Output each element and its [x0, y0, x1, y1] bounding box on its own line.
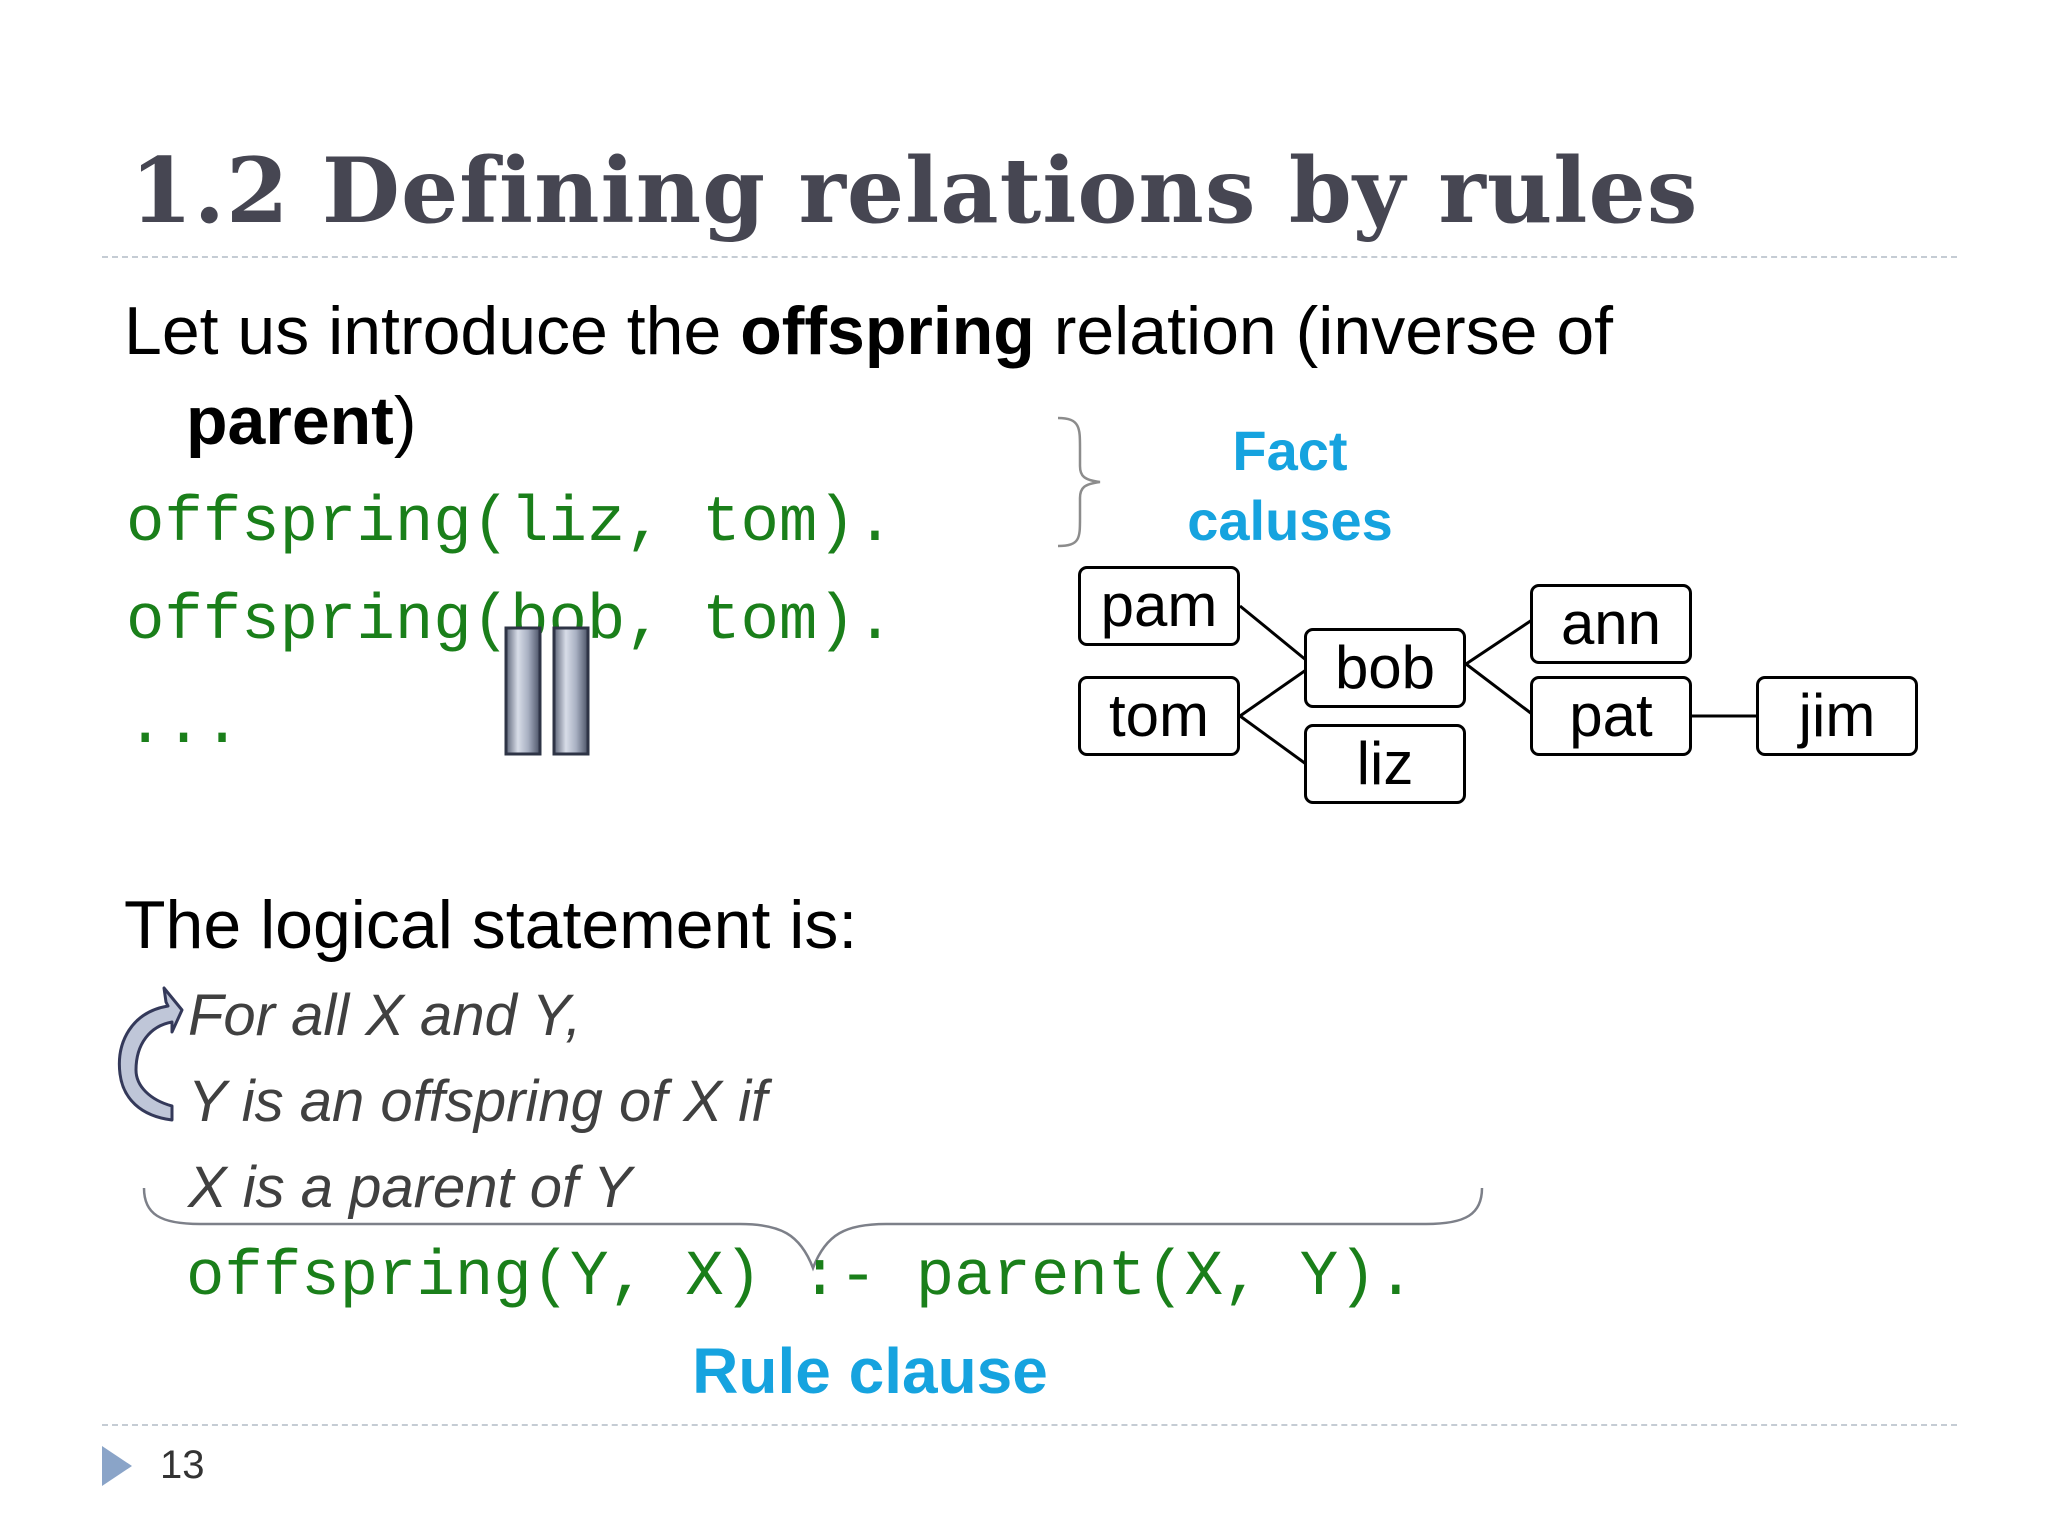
fact-label-line1: Fact	[1232, 419, 1348, 482]
logic-line-1: For all X and Y,	[188, 983, 582, 1048]
edge-pam-bob	[1239, 604, 1307, 662]
intro-text-continued: relation (inverse of	[1034, 293, 1614, 369]
intro-text: Let us introduce the	[124, 293, 741, 369]
fact-code-1: offspring(liz, tom).	[126, 488, 895, 560]
rule-brace	[142, 1187, 1484, 1272]
edge-tom-bob	[1239, 668, 1307, 718]
triangle-bullet-icon	[102, 1446, 132, 1486]
edge-tom-liz	[1239, 714, 1307, 766]
tree-node-liz: liz	[1304, 724, 1466, 804]
tree-node-pat: pat	[1530, 676, 1692, 756]
parent-term: parent	[186, 383, 394, 459]
edge-bob-ann	[1465, 618, 1533, 666]
slide-title: 1.2 Defining relations by rules	[130, 138, 1699, 244]
edge-bob-pat	[1465, 662, 1533, 716]
pause-icon[interactable]	[504, 626, 590, 756]
intro-line-2: parent)	[186, 382, 416, 460]
tree-node-jim: jim	[1756, 676, 1918, 756]
curved-arrow-icon	[117, 986, 184, 1122]
tree-node-bob: bob	[1304, 628, 1466, 708]
logic-line-2: Y is an offspring of X if	[188, 1069, 768, 1134]
rule-code: offspring(Y, X) :- parent(X, Y).	[186, 1242, 1415, 1314]
logic-line-3: X is a parent of Y	[188, 1155, 632, 1220]
tree-node-ann: ann	[1530, 584, 1692, 664]
intro-line-1: Let us introduce the offspring relation …	[124, 292, 1613, 370]
title-divider	[102, 256, 1957, 258]
logical-heading: The logical statement is:	[124, 887, 858, 963]
tree-node-tom: tom	[1078, 676, 1240, 756]
offspring-term: offspring	[740, 293, 1035, 369]
intro-closing-paren: )	[393, 383, 417, 459]
fact-label-line2: caluses	[1187, 489, 1393, 552]
footer-divider	[102, 1424, 1957, 1426]
rule-label: Rule clause	[692, 1335, 1048, 1407]
fact-code-ellipsis: ...	[126, 690, 242, 762]
page-number: 13	[160, 1443, 205, 1487]
fact-brace	[1057, 416, 1101, 548]
tree-node-pam: pam	[1078, 566, 1240, 646]
